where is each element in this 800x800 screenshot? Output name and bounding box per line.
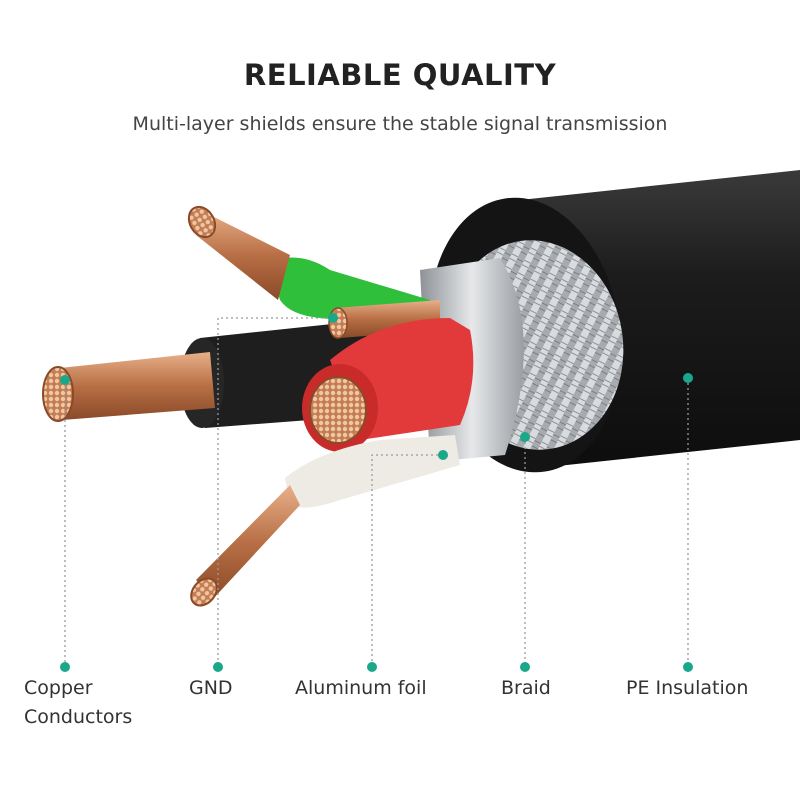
- red-wire: [302, 318, 474, 452]
- dot-braid-bottom: [520, 662, 530, 672]
- label-aluminum-foil: Aluminum foil: [295, 677, 427, 699]
- label-copper-line2: Conductors: [24, 706, 133, 728]
- page-title: RELIABLE QUALITY: [243, 58, 557, 92]
- label-braid: Braid: [501, 677, 551, 699]
- label-copper-line1: Copper: [24, 677, 93, 699]
- dot-gnd-top: [328, 313, 338, 323]
- dot-copper-top: [60, 375, 70, 385]
- red-wire-copper-end: [309, 376, 367, 444]
- dot-braid-top: [520, 432, 530, 442]
- white-wire-copper-end: [190, 577, 218, 607]
- marker-dots: [60, 313, 693, 672]
- dot-foil-top: [438, 450, 448, 460]
- dot-copper-bottom: [60, 662, 70, 672]
- label-gnd: GND: [189, 677, 233, 699]
- leader-gnd: [217, 317, 333, 665]
- white-wire: [190, 435, 460, 607]
- black-wire-copper-end: [42, 366, 74, 422]
- leader-foil: [371, 454, 443, 665]
- label-copper-conductors: Copper Conductors: [24, 674, 132, 732]
- dot-gnd-bottom: [213, 662, 223, 672]
- dot-pe-bottom: [683, 662, 693, 672]
- dot-foil-bottom: [367, 662, 377, 672]
- green-wire-copper-end: [187, 205, 217, 239]
- label-pe-insulation: PE Insulation: [626, 677, 749, 699]
- leader-lines: [64, 317, 689, 665]
- dot-pe-top: [683, 373, 693, 383]
- page-subtitle: Multi-layer shields ensure the stable si…: [132, 113, 668, 135]
